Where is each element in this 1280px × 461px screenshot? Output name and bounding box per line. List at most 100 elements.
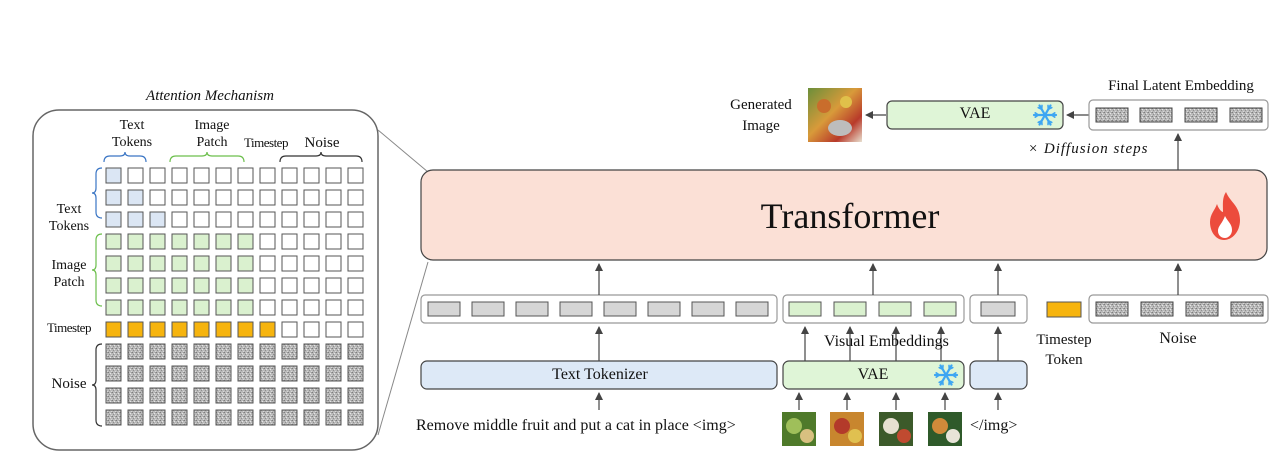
brace-text-tokens-row [91,167,103,219]
input-image-fruit [883,418,899,434]
final-latent-label: Final Latent Embedding [1108,78,1254,94]
attention-cell [325,277,342,294]
attention-cell [259,255,276,272]
attention-cell [281,255,298,272]
attention-cell [193,299,210,316]
attention-cell [303,343,320,360]
attention-cell [281,277,298,294]
visual-embeddings-label: Visual Embeddings [824,333,949,350]
latent-tile [1184,107,1218,123]
zoom-line-bottom [377,261,429,436]
timestep-token-label: Timestep Token [1036,332,1092,368]
attention-cell [325,387,342,404]
attention-cell [127,167,144,184]
attention-cell [237,189,254,206]
attention-cell [171,255,188,272]
attention-cell [347,211,364,228]
attention-cell [237,387,254,404]
attention-cell [237,299,254,316]
col-header-noise: Noise [304,135,340,151]
noise-token-row [1095,301,1264,317]
brace-text-tokens-col [103,151,147,163]
attention-cell [303,211,320,228]
attention-cell [237,277,254,294]
attention-cell [347,343,364,360]
bottom-vae-label: VAE [857,366,889,383]
attention-cell [237,167,254,184]
snowflake-icon-bottom [933,364,959,386]
attention-cell [259,233,276,250]
attention-cell [303,233,320,250]
attention-cell [237,255,254,272]
attention-cell [281,343,298,360]
attention-cell [127,299,144,316]
col-header-image-patch: Image Patch [194,118,230,150]
attention-cell [193,387,210,404]
attention-cell [215,299,232,316]
latent-tile [1139,107,1173,123]
attention-cell [281,167,298,184]
attention-cell [193,277,210,294]
row-label-timestep: Timestep [47,320,91,335]
attention-cell [127,255,144,272]
attention-cell [149,321,166,338]
attention-cell [127,409,144,426]
attention-cell [193,365,210,382]
attention-cell [259,321,276,338]
attention-cell [215,343,232,360]
attention-cell [347,321,364,338]
visual-embedding-token [878,301,912,317]
attention-cell [259,189,276,206]
attention-cell [193,255,210,272]
attention-cell [149,255,166,272]
attention-cell [215,277,232,294]
attention-cell [215,189,232,206]
attention-cell [171,365,188,382]
input-image-fruit [834,418,850,434]
attention-cell [325,299,342,316]
final-latent-container [1088,99,1269,131]
attention-cell [325,211,342,228]
attention-cell [347,189,364,206]
attention-grid [105,167,364,426]
attention-cell [281,299,298,316]
attention-cell [171,343,188,360]
bottom-vae-box [782,360,965,390]
attention-cell [237,409,254,426]
attention-cell [105,387,122,404]
text-token-row [427,301,769,317]
row-label-noise: Noise [51,376,87,392]
zoom-line-top [377,129,429,173]
attention-cell [215,211,232,228]
attention-cell [347,387,364,404]
attention-cell [325,365,342,382]
attention-cell [171,387,188,404]
attention-cell [193,409,210,426]
attention-cell [325,321,342,338]
attention-cell [281,211,298,228]
attention-cell [325,189,342,206]
attention-cell [259,387,276,404]
latent-tile [1095,107,1129,123]
attention-cell [105,365,122,382]
attention-cell [325,409,342,426]
attention-cell [237,211,254,228]
noise-token [1140,301,1174,317]
attention-cell [347,167,364,184]
attention-cell [105,233,122,250]
attention-cell [259,167,276,184]
noise-token [1095,301,1129,317]
attention-cell [105,167,122,184]
text-tokenizer-label: Text Tokenizer [552,366,648,383]
attention-cell [149,387,166,404]
attention-cell [281,321,298,338]
attention-cell [127,277,144,294]
attention-cell [259,365,276,382]
visual-embedding-row [788,301,957,317]
transformer-block [420,169,1268,261]
attention-cell [149,277,166,294]
attention-cell [149,211,166,228]
attention-cell [215,321,232,338]
attention-cell [215,365,232,382]
attention-cell [193,321,210,338]
